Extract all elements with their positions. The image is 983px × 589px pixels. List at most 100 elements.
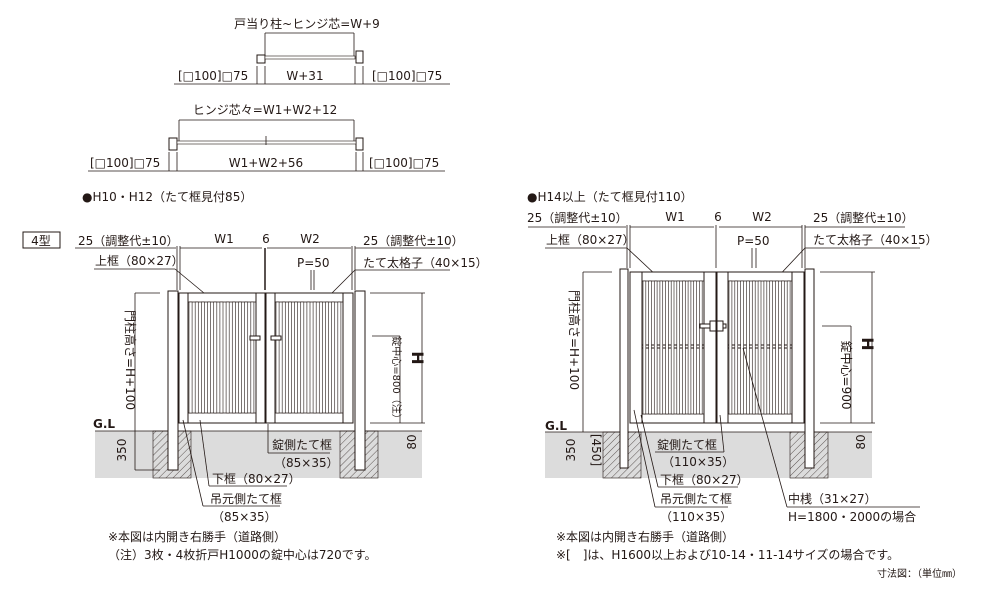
lattice-bar xyxy=(665,280,669,415)
lattice-bar xyxy=(281,301,286,414)
w2-label: W2 xyxy=(752,210,772,224)
post-icon xyxy=(355,50,364,64)
lattice-bar xyxy=(751,280,756,415)
lock-center-label: 錠中心=900 xyxy=(839,341,854,410)
mid-rail-note: H=1800・2000の場合 xyxy=(788,509,916,524)
lattice-bar xyxy=(300,301,305,414)
unit-label: 寸法図：（単位㎜） xyxy=(877,567,962,580)
lock-stile-label: 錠側たて框 xyxy=(272,437,332,452)
lattice-bar xyxy=(693,280,697,415)
top-rail-label: 上框（80×27） xyxy=(95,254,184,268)
lattice-bar xyxy=(648,280,652,415)
post-height-label: 門柱高さ=H+100 xyxy=(567,290,582,390)
lattice-bar xyxy=(194,301,199,414)
depth-alt-label: [450] xyxy=(589,434,603,466)
pitch-label: P=50 xyxy=(737,234,770,248)
bar-label: たて太格子（40×15） xyxy=(813,232,938,247)
w2-label: W2 xyxy=(300,232,320,246)
lattice-bar xyxy=(201,301,205,414)
plan-double: ヒンジ芯々=W1+W2+12 [□100]□75 W1+W2+56 [□100]… xyxy=(88,103,445,172)
post-icon xyxy=(355,137,364,151)
lattice-bar xyxy=(642,280,647,415)
gap-label: 6 xyxy=(714,210,722,224)
top-rail-label: 上框（80×27） xyxy=(546,233,635,247)
w1-label: W1 xyxy=(214,232,234,246)
gate-leaf xyxy=(264,55,356,60)
lattice-bar xyxy=(331,301,336,414)
pitch-label: P=50 xyxy=(297,256,330,270)
lattice-bar xyxy=(728,280,733,415)
h-label: H xyxy=(858,337,877,350)
post-icon xyxy=(168,137,178,151)
plan-double-width: W1+W2+56 xyxy=(229,156,303,170)
lattice-bar xyxy=(225,301,230,414)
hinge-stile-size: （110×35） xyxy=(660,510,732,524)
lattice-bar xyxy=(769,280,773,415)
right-note-2: ※[ ]は、H1600以上および10-14・11-14サイズの場合です。 xyxy=(556,547,899,562)
bar-label: たて太格子（40×15） xyxy=(363,255,488,270)
gl-label: G.L xyxy=(93,417,115,431)
lattice-bar xyxy=(325,301,329,414)
lattice-bar xyxy=(757,280,762,415)
lattice-bar xyxy=(659,280,664,415)
depth-label: 350 xyxy=(564,439,578,462)
plan-double-left-post: [□100]□75 xyxy=(90,156,160,170)
gate-leaf xyxy=(176,140,357,145)
right-gate-heading: ●H14以上（たて框見付110） xyxy=(527,190,693,204)
hinge-stile-size: （85×35） xyxy=(212,510,277,524)
lattice-bar xyxy=(250,301,255,414)
lattice-bar xyxy=(775,280,779,415)
lattice-bar xyxy=(763,280,768,415)
embed-label: 80 xyxy=(405,434,419,449)
right-gate-elevation: ●H14以上（たて框見付110） 25（調整代±10） W1 6 W2 25（調… xyxy=(527,190,962,580)
h-label: H xyxy=(408,351,427,364)
lattice-bar xyxy=(699,280,703,415)
lattice-bar xyxy=(687,280,692,415)
lattice-bar xyxy=(734,280,739,415)
plan-single-title: 戸当り柱~ヒンジ芯=W+9 xyxy=(234,16,380,31)
lattice-bar xyxy=(786,280,791,415)
adj-left: 25（調整代±10） xyxy=(527,210,628,225)
plan-double-title: ヒンジ芯々=W1+W2+12 xyxy=(193,103,337,117)
lattice-bar xyxy=(207,301,211,414)
plan-single-right-post: [□100]□75 xyxy=(372,69,442,83)
left-gate-heading: ●H10・H12（たて框見付85） xyxy=(82,190,252,204)
gl-label: G.L xyxy=(545,419,567,433)
left-note-1: ※本図は内開き右勝手（道路側） xyxy=(108,529,286,544)
mid-rail-label: 中桟（31×27） xyxy=(788,491,877,506)
hinge-stile-label: 吊元側たて框 xyxy=(210,492,282,506)
left-post xyxy=(167,290,179,471)
lock-stile-size: （85×35） xyxy=(274,456,339,470)
bottom-rail-label: 下框（80×27） xyxy=(212,472,301,486)
lattice-bar xyxy=(306,301,311,414)
type-badge: 4型 xyxy=(31,234,51,248)
post-height-label: 門柱高さ=H+100 xyxy=(123,310,138,410)
lattice-bar xyxy=(188,301,193,414)
plan-double-right-post: [□100]□75 xyxy=(369,156,439,170)
lattice-bar xyxy=(318,301,323,414)
lock-center-label: 錠中心=800（注） xyxy=(390,336,403,423)
lock-stile-label: 錠側たて框 xyxy=(657,437,717,452)
lattice-bar xyxy=(288,301,292,414)
lattice-bar xyxy=(337,301,342,414)
lattice-bar xyxy=(781,280,785,415)
lattice-bar xyxy=(294,301,298,414)
right-post xyxy=(804,268,815,469)
lattice-bar xyxy=(238,301,242,414)
adj-right: 25（調整代±10） xyxy=(813,210,914,225)
lattice-bar xyxy=(244,301,249,414)
plan-single-width: W+31 xyxy=(286,69,323,83)
plan-single: 戸当り柱~ヒンジ芯=W+9 [□100]□75 W+31 [□100]□75 xyxy=(174,16,450,85)
adj-left: 25（調整代±10） xyxy=(78,233,179,248)
lattice-bar xyxy=(682,280,686,415)
lattice-bar xyxy=(676,280,680,415)
embed-label: 80 xyxy=(854,434,868,449)
lattice-bar xyxy=(746,280,750,415)
hinge-stile-label: 吊元側たて框 xyxy=(660,492,732,506)
w1-label: W1 xyxy=(665,210,685,224)
lattice-bar xyxy=(275,301,280,414)
gap-label: 6 xyxy=(262,232,270,246)
post-icon xyxy=(256,54,266,64)
lattice-bar xyxy=(740,280,744,415)
